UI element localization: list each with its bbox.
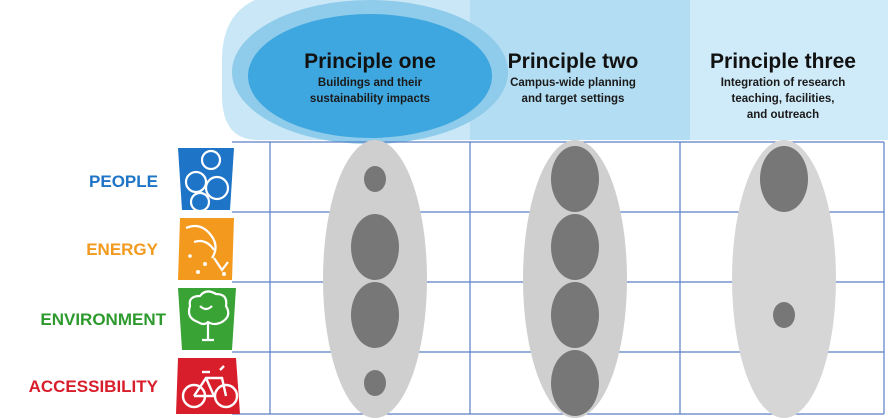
principle-three-subtitle-line2: teaching, facilities, xyxy=(732,93,835,105)
principle-one-subtitle-line1: Buildings and their xyxy=(318,77,423,89)
principle-header-three: Principle three Integration of research … xyxy=(710,50,856,121)
bicycle-icon xyxy=(176,358,240,414)
impact-dot-people-principle-one xyxy=(364,166,386,192)
principle-header-two: Principle two Campus-wide planning and t… xyxy=(508,50,639,105)
impact-dot-environment-principle-one xyxy=(351,282,399,348)
principle-two-title: Principle two xyxy=(508,50,639,73)
principle-header-one: Principle one Buildings and their sustai… xyxy=(304,50,436,105)
principle-three-ellipse xyxy=(732,140,836,418)
principle-two-subtitle-line2: and target settings xyxy=(522,93,625,105)
principle-one-title: Principle one xyxy=(304,50,436,73)
impact-dot-environment-principle-three xyxy=(773,302,795,328)
impact-dots xyxy=(351,146,808,416)
impact-dot-people-principle-three xyxy=(760,146,808,212)
row-labels: PEOPLE ENERGY ENVIRONMENT ACCESSIBILITY xyxy=(29,172,167,396)
tree-icon xyxy=(178,288,236,350)
principle-three-subtitle-line3: and outreach xyxy=(747,109,819,121)
row-label-people: PEOPLE xyxy=(89,172,158,191)
impact-dot-people-principle-two xyxy=(551,146,599,212)
impact-dot-accessibility-principle-one xyxy=(364,370,386,396)
principles-banner xyxy=(222,0,888,144)
impact-dot-environment-principle-two xyxy=(551,282,599,348)
banner-ellipse-inner xyxy=(248,14,492,138)
banner-band-three xyxy=(690,0,888,140)
impact-dot-energy-principle-one xyxy=(351,214,399,280)
principle-three-subtitle-line1: Integration of research xyxy=(721,77,846,89)
row-label-accessibility: ACCESSIBILITY xyxy=(29,377,159,396)
principle-three-title: Principle three xyxy=(710,50,856,73)
people-icon xyxy=(178,148,234,213)
energy-icon xyxy=(178,218,234,280)
row-label-energy: ENERGY xyxy=(86,240,158,259)
principle-two-subtitle-line1: Campus-wide planning xyxy=(510,77,636,89)
row-label-environment: ENVIRONMENT xyxy=(40,310,166,329)
principle-one-subtitle-line2: sustainability impacts xyxy=(310,93,430,105)
impact-dot-energy-principle-two xyxy=(551,214,599,280)
impact-dot-accessibility-principle-two xyxy=(551,350,599,416)
